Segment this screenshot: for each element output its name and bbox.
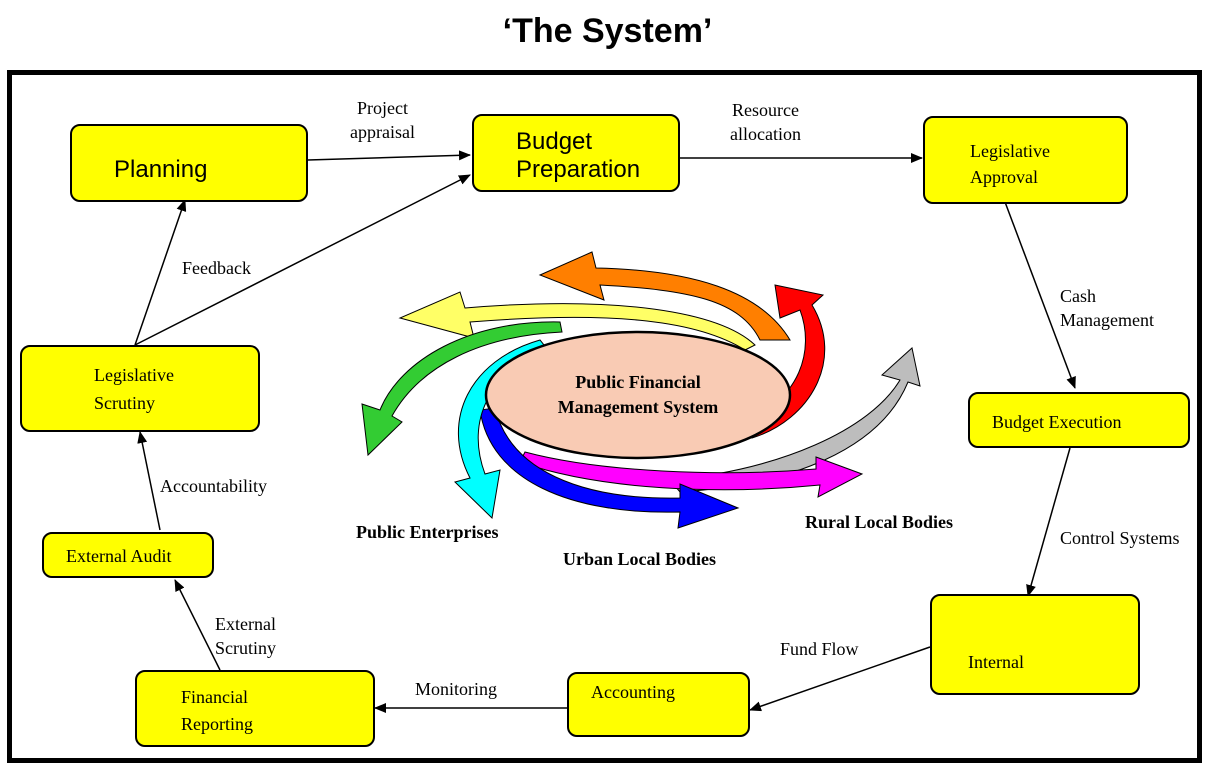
label-resource-allocation-line1: Resource (732, 100, 799, 120)
swirl-arrow-orange (538, 251, 791, 341)
box-legislative-approval-line2: Approval (970, 167, 1038, 187)
box-planning: Planning (70, 124, 308, 202)
box-planning-label: Planning (114, 156, 208, 183)
center-label: Public Financial Management System (500, 370, 776, 420)
center-label-line1: Public Financial (575, 372, 701, 392)
arrow-approval-to-execution (1004, 201, 1076, 389)
box-budget-preparation-line2: Preparation (516, 156, 641, 183)
box-external-audit-label: External Audit (66, 546, 172, 566)
arrow-scrutiny-to-planning (134, 199, 187, 346)
box-accounting: Accounting (567, 672, 750, 737)
label-resource-allocation: Resource allocation (730, 98, 801, 146)
box-financial-reporting: Financial Reporting (135, 670, 375, 747)
center-label-line2: Management System (557, 397, 719, 417)
label-cash-management: Cash Management (1060, 284, 1154, 332)
swirl-arrow-green (361, 321, 563, 457)
box-budget-preparation: Budget Preparation (472, 114, 680, 192)
label-external-scrutiny-line1: External (215, 614, 276, 634)
label-control-systems: Control Systems (1060, 528, 1180, 548)
swirl-arrow-blue (479, 407, 740, 529)
arrow-reporting-to-audit (174, 579, 221, 671)
label-accountability: Accountability (160, 476, 267, 496)
label-cash-management-line1: Cash (1060, 286, 1096, 306)
label-project-appraisal-line1: Project (356, 98, 408, 118)
arrow-feedback-to-budget (134, 174, 471, 346)
swirl-arrow-yellow (398, 291, 756, 351)
box-budget-preparation-line1: Budget (516, 128, 593, 155)
label-fund-flow: Fund Flow (780, 639, 859, 659)
label-project-appraisal-line2: appraisal (350, 122, 415, 142)
swirl-arrow-magenta (519, 451, 864, 498)
label-feedback: Feedback (182, 258, 251, 278)
label-external-scrutiny-line2: Scrutiny (215, 638, 276, 658)
box-budget-execution: Budget Execution (968, 392, 1190, 448)
box-financial-reporting-line2: Reporting (181, 714, 253, 734)
arrow-internal-to-accounting (749, 646, 931, 712)
box-legislative-scrutiny-line1: Legislative (94, 365, 174, 385)
label-external-scrutiny: External Scrutiny (215, 612, 276, 660)
arrow-planning-to-budget (307, 150, 471, 161)
diagram-title: ‘The System’ (502, 12, 713, 50)
diagram-frame (7, 70, 1202, 763)
label-project-appraisal: Project appraisal (350, 96, 415, 144)
box-financial-reporting-line1: Financial (181, 687, 248, 707)
box-legislative-approval: Legislative Approval (923, 116, 1128, 204)
box-legislative-scrutiny: Legislative Scrutiny (20, 345, 260, 432)
box-internal: Internal (930, 594, 1140, 695)
arrow-execution-to-internal (1026, 447, 1071, 597)
label-public-enterprises: Public Enterprises (356, 522, 499, 542)
swirl-arrow-red (744, 284, 826, 439)
box-legislative-approval-line1: Legislative (970, 141, 1050, 161)
box-budget-execution-label: Budget Execution (992, 412, 1122, 432)
box-internal-label: Internal (968, 652, 1024, 672)
label-urban-local-bodies: Urban Local Bodies (563, 549, 717, 569)
label-monitoring: Monitoring (415, 679, 498, 699)
box-legislative-scrutiny-line2: Scrutiny (94, 393, 155, 413)
box-accounting-label: Accounting (591, 682, 675, 702)
label-cash-management-line2: Management (1060, 310, 1154, 330)
center-ellipse (484, 330, 792, 460)
label-rural-local-bodies: Rural Local Bodies (805, 512, 954, 532)
label-resource-allocation-line2: allocation (730, 124, 801, 144)
box-external-audit: External Audit (42, 532, 214, 578)
arrow-audit-to-scrutiny (137, 431, 161, 531)
